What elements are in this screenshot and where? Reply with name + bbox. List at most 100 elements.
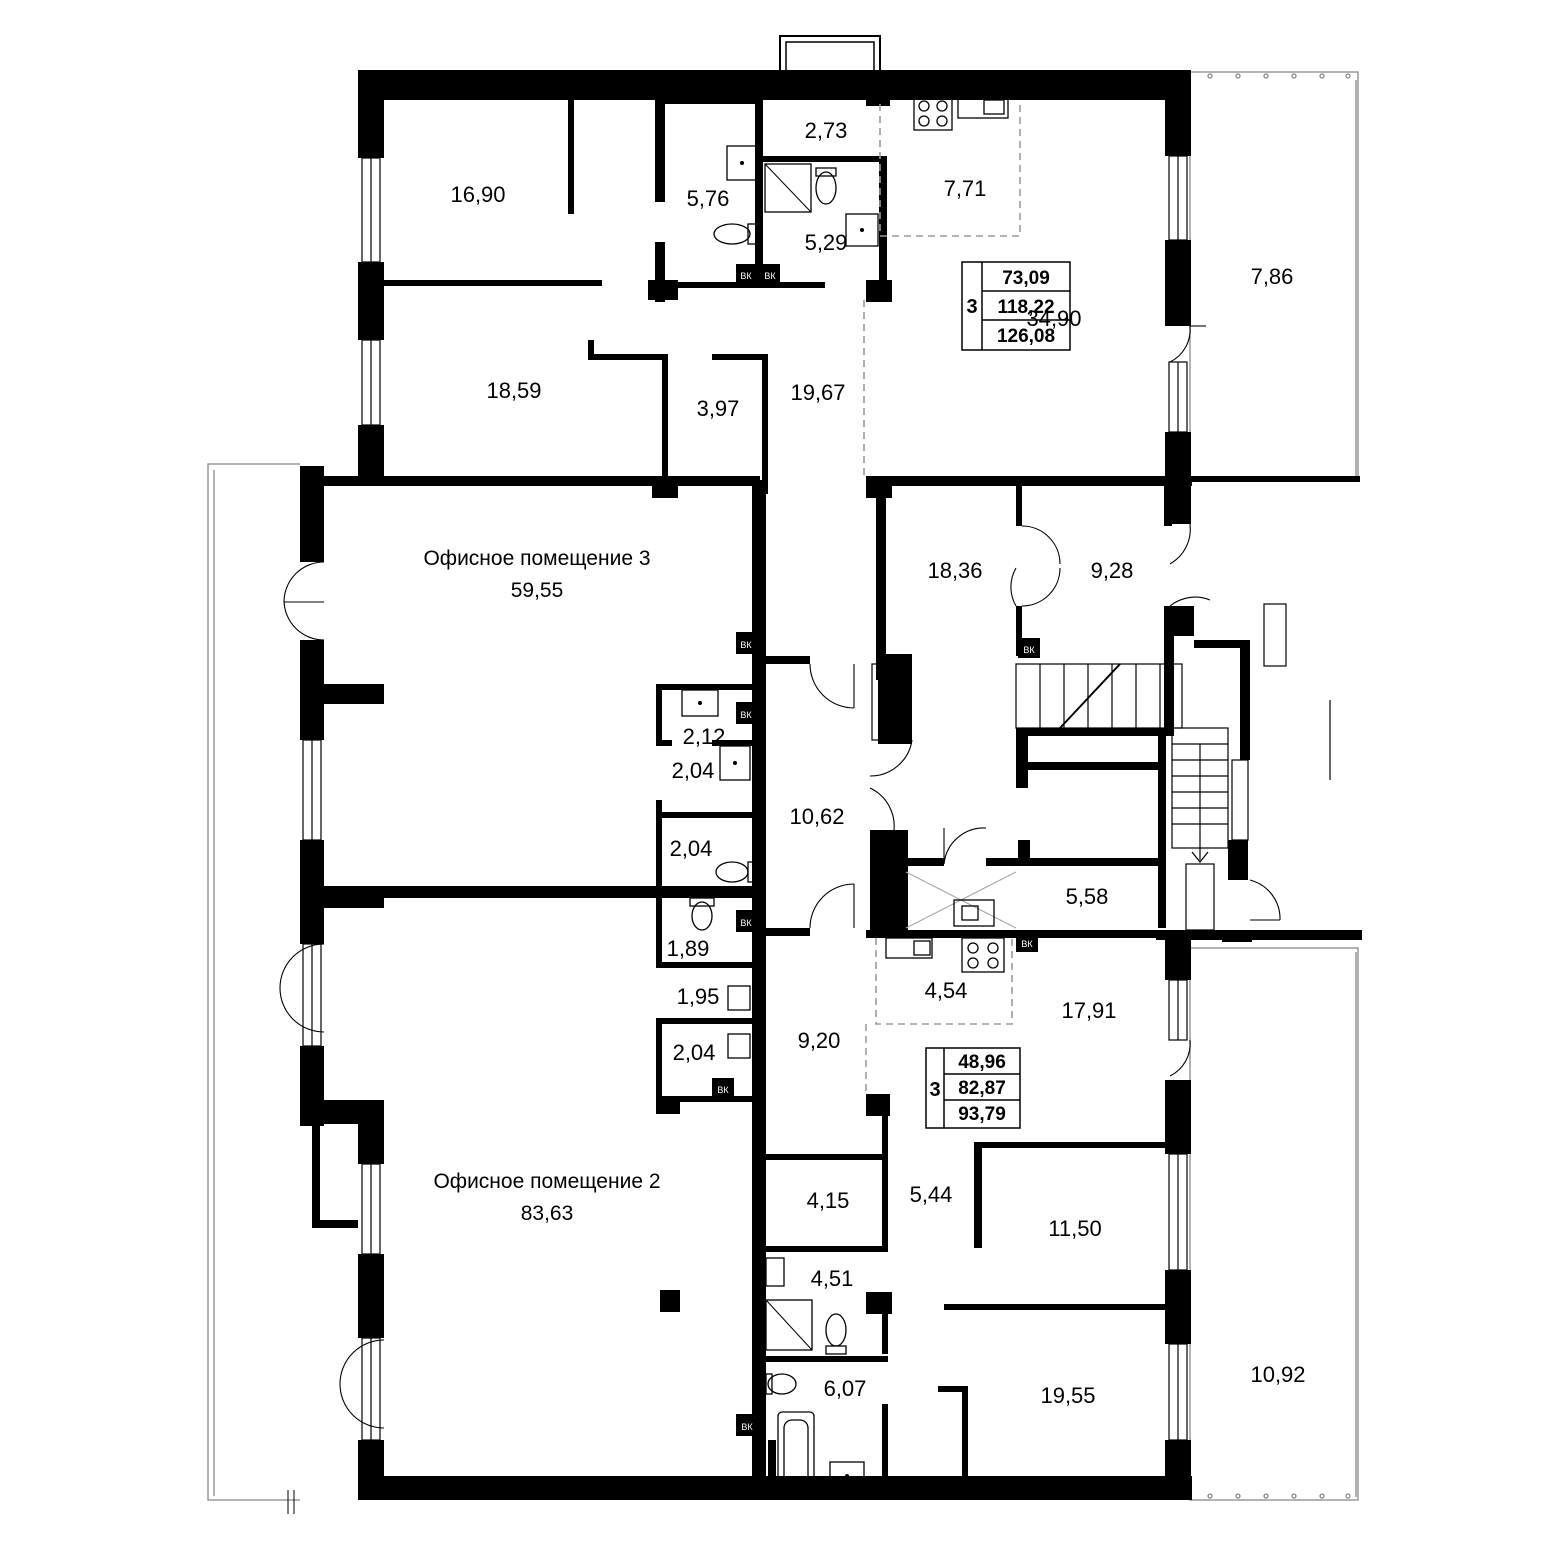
svg-text:ВК: ВК <box>764 271 776 281</box>
shaft-badge: ВК <box>736 632 756 654</box>
apartment-summary-top: 3 73,09 118,22 126,08 <box>961 261 1071 351</box>
balcony-door-mid <box>1169 523 1211 607</box>
doors <box>279 325 1281 1429</box>
shaft-badge: ВК <box>1018 638 1040 658</box>
bath-sink-icon <box>829 1461 865 1491</box>
toilet-icon <box>713 223 757 245</box>
total-area: 118,22 <box>997 297 1054 318</box>
total-area: 82,87 <box>958 1078 1006 1099</box>
balcony-door-top <box>1169 325 1206 363</box>
shaft-badge: ВК <box>736 264 756 284</box>
door-9-28 <box>1021 525 1061 607</box>
kitchen-sink-icon <box>953 899 995 927</box>
toilet-icon <box>825 1313 847 1355</box>
room-area: 7,86 <box>1251 264 1294 289</box>
room-area: 5,44 <box>910 1182 953 1207</box>
room-area: 19,55 <box>1040 1383 1095 1408</box>
svg-text:ВК: ВК <box>740 271 752 281</box>
bathtub-icon <box>777 1411 815 1493</box>
total-area-with-balcony: 126,08 <box>997 326 1055 347</box>
kitchen-sink-icon <box>885 937 933 959</box>
kitchen-sink-icon <box>957 95 1009 119</box>
terrace-bottom-right <box>1189 947 1359 1501</box>
toilet-icon <box>689 897 715 931</box>
room-area: 16,90 <box>450 182 505 207</box>
office-labels: Офисное помещение 3 59,55 Офисное помеще… <box>423 547 660 1225</box>
stair-exit-door <box>1249 879 1281 921</box>
svg-text:ВК: ВК <box>1023 645 1035 655</box>
terrace-left <box>207 463 300 1501</box>
bath-sink-icon <box>845 213 879 247</box>
shower-icon <box>764 163 812 213</box>
room-area: 2,12 <box>683 724 726 749</box>
shower-icon <box>765 1299 813 1351</box>
shaft-badge: ВК <box>1016 932 1038 952</box>
bath-sink-icon <box>765 1257 785 1287</box>
room-area: 10,92 <box>1250 1362 1305 1387</box>
room-area: 1,89 <box>667 936 710 961</box>
windows <box>302 35 1331 1441</box>
door-18-36 <box>1010 567 1017 607</box>
shaft-badges: ВК ВК ВК ВК ВК ВК ВК ВК ВК <box>712 264 1040 1436</box>
room-area: 5,29 <box>805 230 848 255</box>
entrance-door-office2 <box>279 943 325 1033</box>
corridor-door-upper <box>809 663 855 709</box>
toilet-icon <box>765 1373 797 1395</box>
svg-text:ВК: ВК <box>1021 939 1033 949</box>
room-area: 6,07 <box>824 1376 867 1401</box>
office-2-area: 83,63 <box>521 1202 574 1225</box>
svg-text:ВК: ВК <box>740 710 752 720</box>
toilet-icon <box>715 861 755 883</box>
room-area: 2,04 <box>673 1040 716 1065</box>
room-area: 19,67 <box>790 380 845 405</box>
door-5-58 <box>943 827 987 865</box>
room-area: 18,59 <box>486 378 541 403</box>
room-area: 10,62 <box>789 804 844 829</box>
shaft-badge: ВК <box>736 1414 758 1436</box>
room-area: 9,28 <box>1091 558 1134 583</box>
fixtures <box>681 95 1009 1493</box>
apartment-summary-mid: 3 48,96 82,87 93,79 <box>925 1047 1021 1129</box>
staircase <box>871 663 1229 931</box>
entrance-marker-icon <box>287 1490 295 1514</box>
bath-sink-icon <box>727 1033 751 1059</box>
room-area: 17,91 <box>1061 998 1116 1023</box>
bath-sink-icon <box>726 145 758 181</box>
toilet-icon <box>815 167 837 205</box>
entrance-door-office3 <box>283 561 325 641</box>
stove-icon <box>961 937 1005 973</box>
room-area: 2,04 <box>672 758 715 783</box>
entrance-door-office2-lower <box>339 1339 385 1429</box>
shaft-badge: ВК <box>736 910 756 932</box>
room-area: 7,71 <box>944 176 987 201</box>
office-3-name: Офисное помещение 3 <box>423 547 650 570</box>
room-area: 2,04 <box>670 836 713 861</box>
room-count: 3 <box>929 1079 940 1101</box>
room-area: 4,51 <box>811 1266 854 1291</box>
shaft-badge: ВК <box>712 1078 734 1098</box>
shaft-badge: ВК <box>760 264 780 284</box>
office-3-area: 59,55 <box>511 579 564 602</box>
room-area: 2,73 <box>805 118 848 143</box>
living-area: 73,09 <box>1002 268 1050 289</box>
svg-text:ВК: ВК <box>741 1422 753 1432</box>
room-area: 18,36 <box>927 558 982 583</box>
room-area: 5,76 <box>687 186 730 211</box>
svg-text:ВК: ВК <box>740 918 752 928</box>
corridor-door-lower <box>809 883 855 929</box>
room-area: 1,95 <box>677 984 720 1009</box>
room-area: 9,20 <box>798 1028 841 1053</box>
room-area: 11,50 <box>1048 1216 1101 1241</box>
room-area: 34,90 <box>1026 306 1081 331</box>
stove-icon <box>913 95 953 131</box>
room-area: 4,54 <box>925 978 968 1003</box>
bath-sink-icon <box>681 689 719 717</box>
bath-sink-icon <box>727 985 751 1011</box>
svg-text:ВК: ВК <box>740 640 752 650</box>
bath-sink-icon <box>719 745 751 781</box>
balcony-door-lower <box>1169 1039 1191 1077</box>
living-area: 48,96 <box>958 1052 1006 1073</box>
room-area: 4,15 <box>807 1188 850 1213</box>
room-area-labels: 16,90 5,76 2,73 5,29 7,71 7,86 34,90 18,… <box>450 118 1305 1408</box>
